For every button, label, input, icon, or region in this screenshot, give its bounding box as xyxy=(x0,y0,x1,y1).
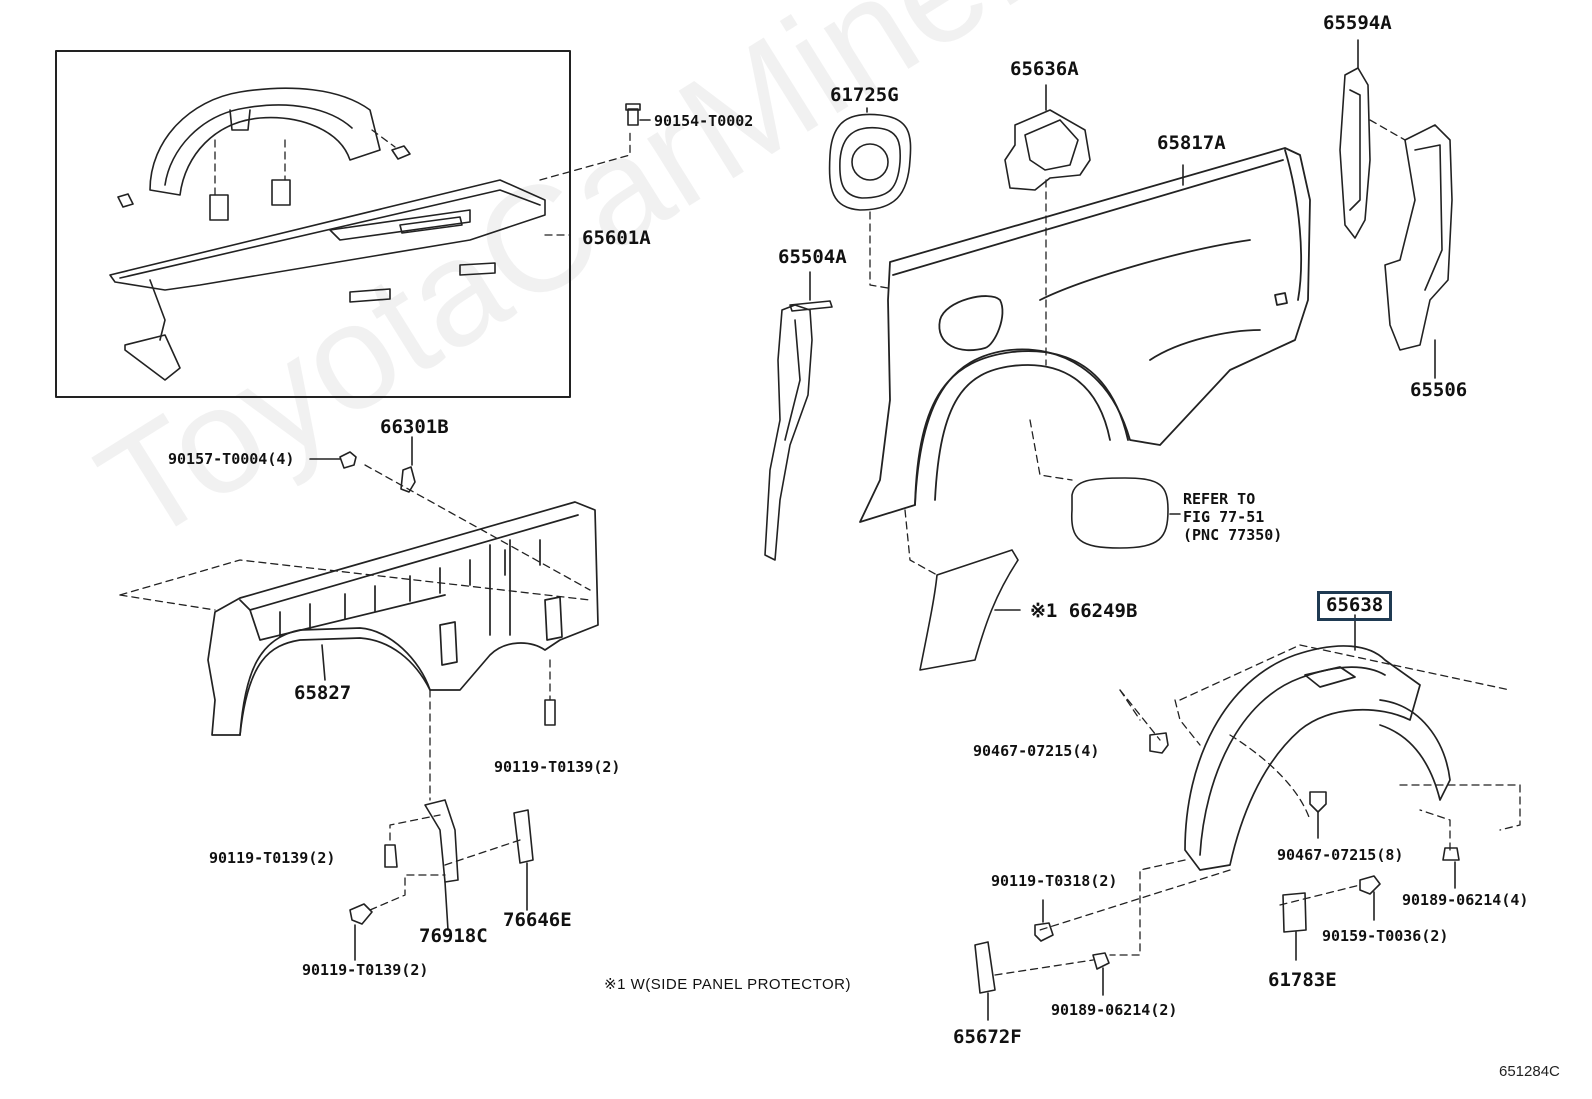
pillar-65504A-shape xyxy=(764,300,833,561)
part-label-65594A[interactable]: 65594A xyxy=(1323,12,1392,34)
fuel-lid-shape xyxy=(1070,477,1169,549)
bolt-90119-top-shape xyxy=(544,699,556,726)
bolt-90159-shape xyxy=(1359,875,1381,895)
bracket-65672F-shape xyxy=(974,941,996,994)
part-label-90157[interactable]: 90157-T0004(4) xyxy=(168,450,295,468)
inner-panel-65827-shape xyxy=(207,501,599,736)
part-label-61783E[interactable]: 61783E xyxy=(1268,969,1337,991)
part-label-61725G[interactable]: 61725G xyxy=(830,84,899,106)
part-label-65638-highlighted[interactable]: 65638 xyxy=(1317,591,1393,621)
bolt-90157-shape xyxy=(339,451,357,469)
inset-frame xyxy=(55,50,571,398)
quarter-panel-shape xyxy=(859,147,1311,523)
clip-90467a-shape xyxy=(1149,732,1169,754)
part-label-90119-top[interactable]: 90119-T0139(2) xyxy=(494,758,621,776)
inset-floor-rail-shape xyxy=(109,179,546,381)
part-label-90119-mid[interactable]: 90119-T0139(2) xyxy=(209,849,336,867)
part-label-65601A[interactable]: 65601A xyxy=(582,227,651,249)
part-label-76918C[interactable]: 76918C xyxy=(419,925,488,947)
inset-wheelhouse-shape xyxy=(117,87,411,221)
inner-panel-leaders xyxy=(119,464,591,801)
bolt-90119-low-shape xyxy=(349,903,373,925)
part-label-65817A[interactable]: 65817A xyxy=(1157,132,1226,154)
bolt-90154-shape xyxy=(625,103,641,126)
part-label-90467-a[interactable]: 90467-07215(4) xyxy=(973,742,1100,760)
brace-76918C-shape xyxy=(424,799,459,883)
part-label-90154[interactable]: 90154-T0002 xyxy=(654,112,754,130)
footnote: ※1 W(SIDE PANEL PROTECTOR) xyxy=(604,976,851,993)
part-label-90189-b[interactable]: 90189-06214(2) xyxy=(1051,1001,1178,1019)
part-label-65672F[interactable]: 65672F xyxy=(953,1026,1022,1048)
figure-number: 651284C xyxy=(1499,1063,1560,1080)
part-label-66249B[interactable]: ※1 66249B xyxy=(1030,600,1138,622)
part-label-90119-low[interactable]: 90119-T0139(2) xyxy=(302,961,429,979)
bracket-76646E-shape xyxy=(513,809,534,864)
liner-65638-shape xyxy=(1184,645,1451,871)
bolt-90119-mid-shape xyxy=(384,844,398,868)
clip-90467b-shape xyxy=(1309,791,1327,813)
bolt-90119-T0318-shape xyxy=(1034,922,1054,942)
panel-65594A-shape xyxy=(1339,67,1371,239)
panel-65506-shape xyxy=(1384,124,1453,351)
part-label-65506[interactable]: 65506 xyxy=(1410,379,1468,401)
part-label-90119-T0318[interactable]: 90119-T0318(2) xyxy=(991,872,1118,890)
clip-66301B-shape xyxy=(400,466,416,493)
part-label-65504A[interactable]: 65504A xyxy=(778,246,847,268)
bracket-65636A-shape xyxy=(1004,109,1091,191)
part-label-65636A[interactable]: 65636A xyxy=(1010,58,1079,80)
part-label-66301B[interactable]: 66301B xyxy=(380,416,449,438)
lower-left-leaders xyxy=(369,814,521,911)
inset-leader-lines xyxy=(214,129,631,236)
part-label-65827[interactable]: 65827 xyxy=(294,682,352,704)
protector-66249B-shape xyxy=(919,549,1019,671)
part-label-90159[interactable]: 90159-T0036(2) xyxy=(1322,927,1449,945)
fuel-housing-shape xyxy=(828,113,912,211)
plate-61783E-shape xyxy=(1282,892,1307,933)
clip-90189b-shape xyxy=(1092,952,1110,970)
refer-note: REFER TO FIG 77-51 (PNC 77350) xyxy=(1183,490,1283,544)
part-label-76646E[interactable]: 76646E xyxy=(503,909,572,931)
clip-90189a-shape xyxy=(1442,847,1460,861)
part-label-90467-b[interactable]: 90467-07215(8) xyxy=(1277,846,1404,864)
liner-leaders xyxy=(1039,644,1521,956)
part-label-90189-a[interactable]: 90189-06214(4) xyxy=(1402,891,1529,909)
